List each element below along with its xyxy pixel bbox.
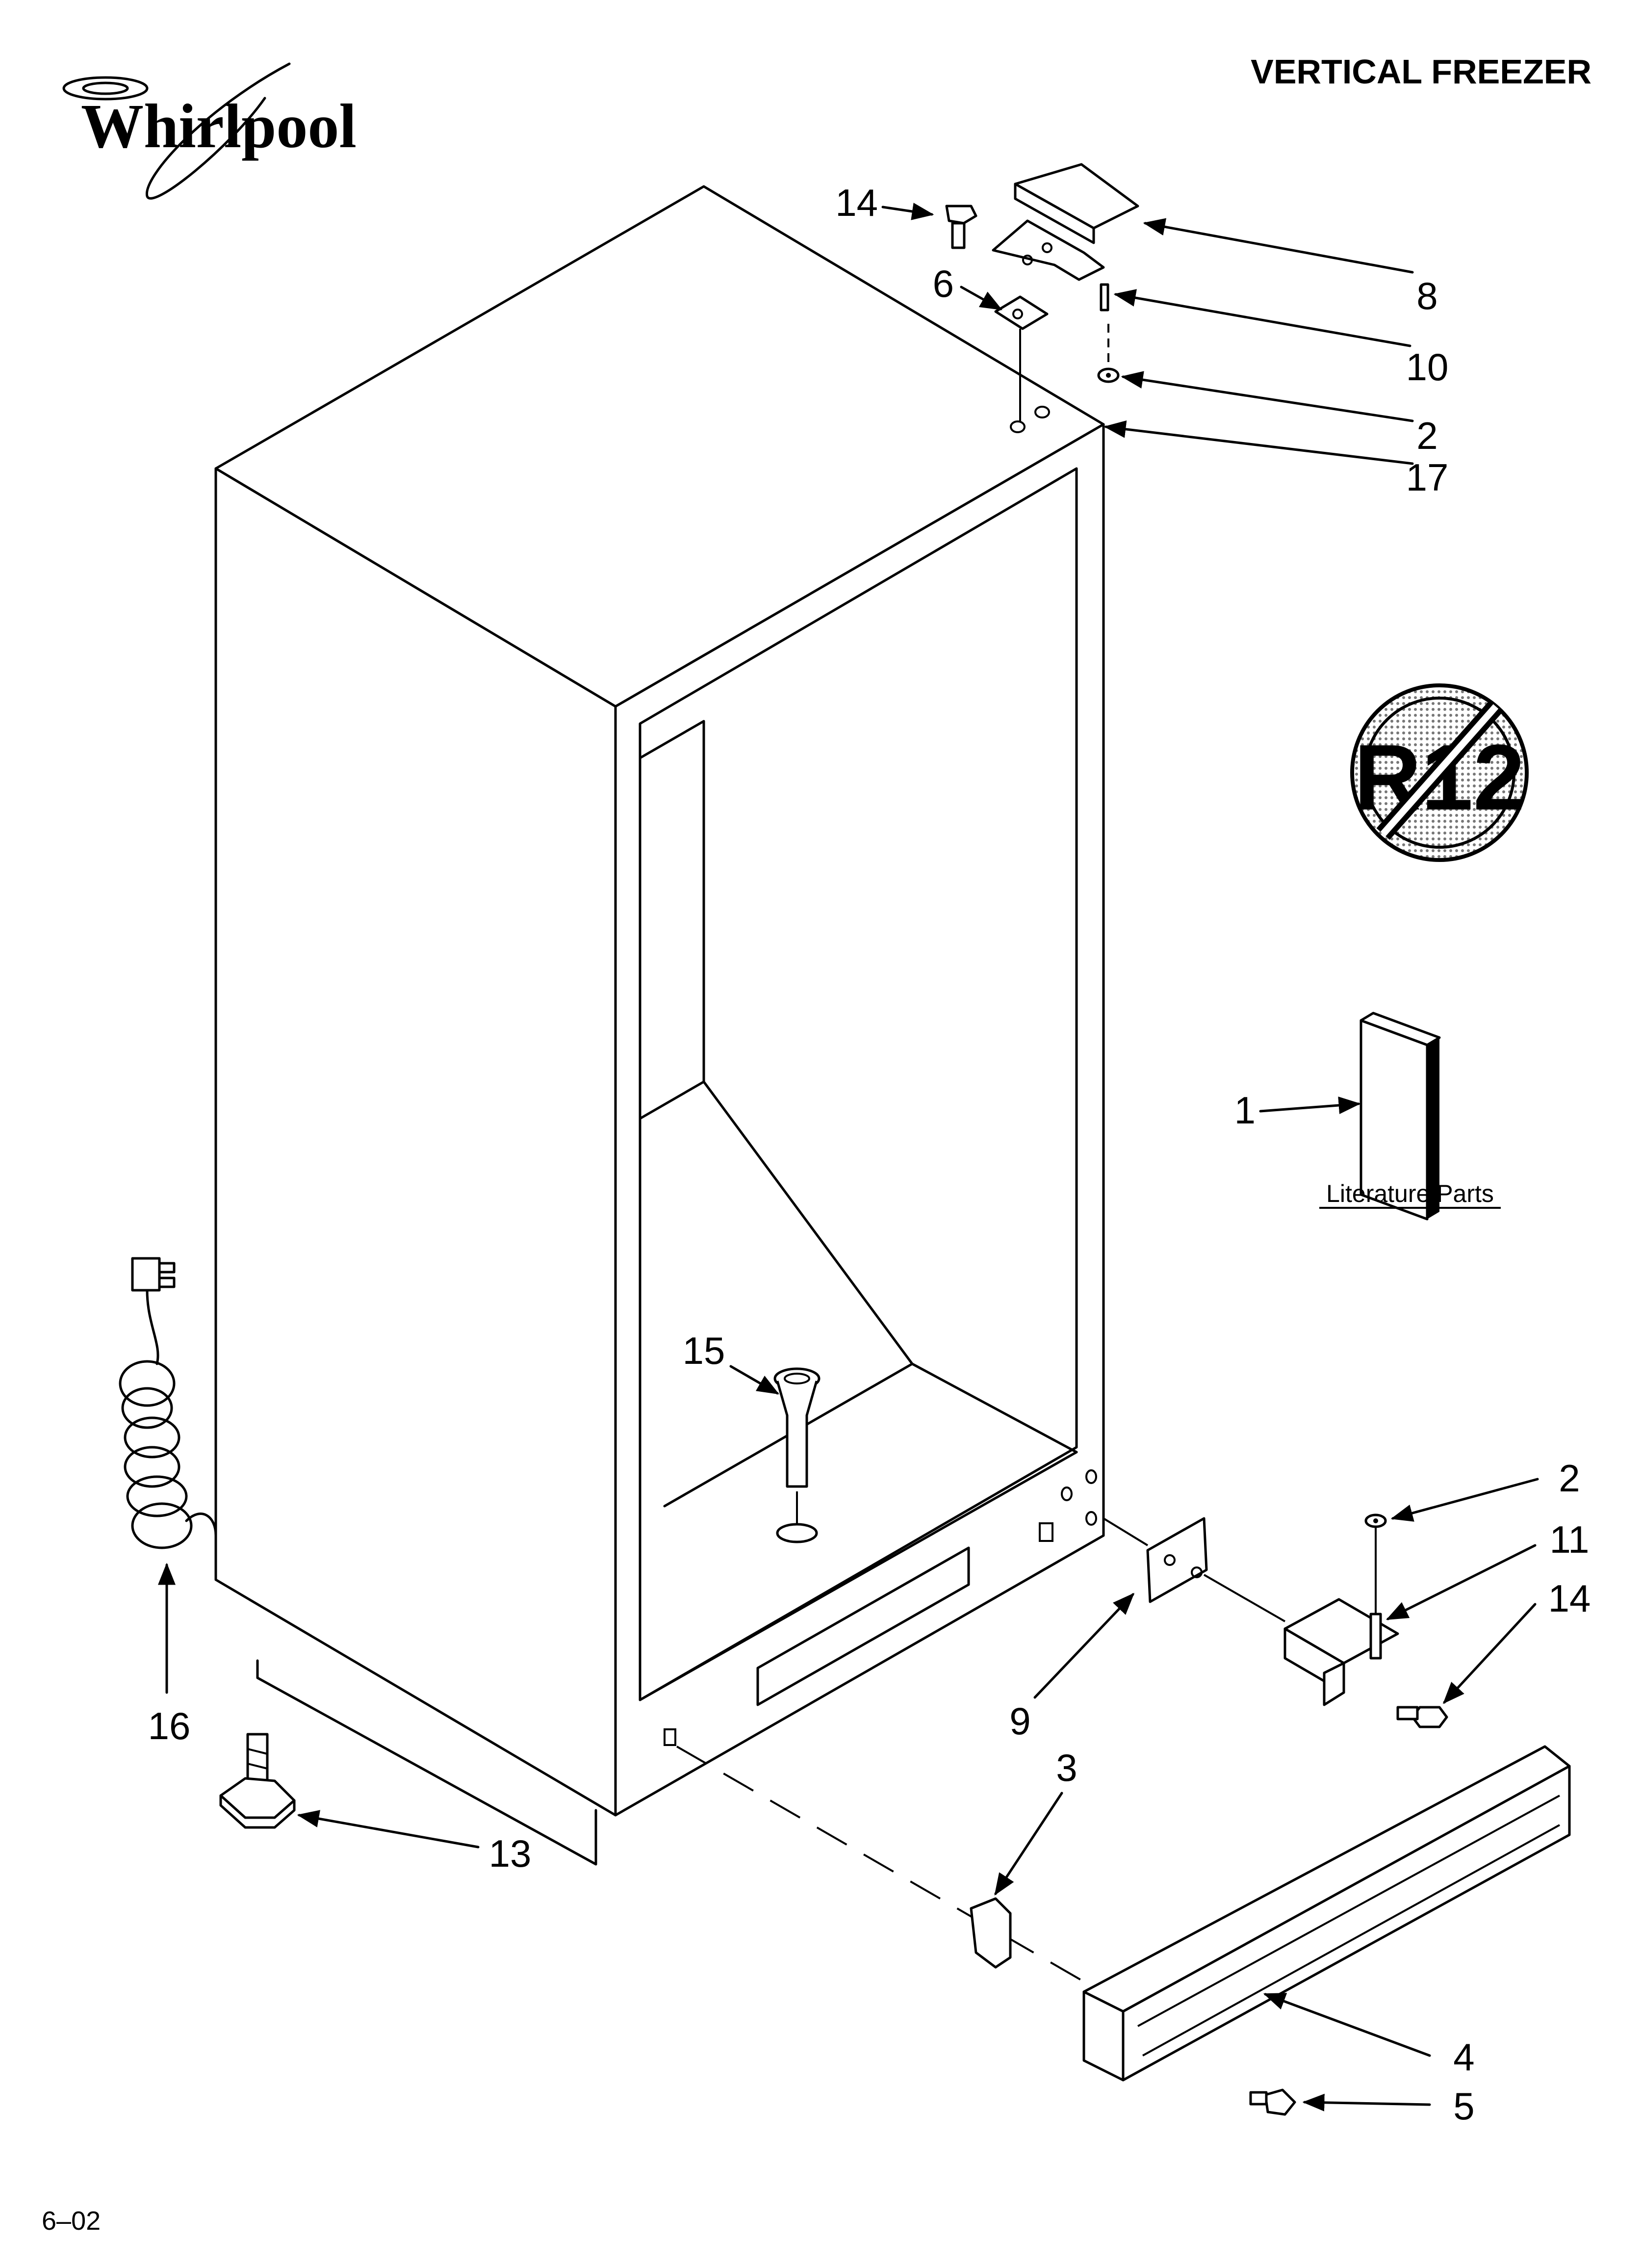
leveling-leg xyxy=(219,1733,296,1829)
literature-caption: Literature Parts xyxy=(1326,1180,1494,1207)
date-code: 6–02 xyxy=(42,2206,101,2236)
callout-15: 15 xyxy=(683,1329,725,1372)
callout-16: 16 xyxy=(148,1704,191,1747)
callout-5: 5 xyxy=(1453,2085,1474,2128)
callout-8: 8 xyxy=(1416,274,1437,317)
callout-labels: 14 6 8 10 2 17 1 15 2 11 14 9 16 3 13 4 … xyxy=(148,181,1591,2128)
brand-name: Whirlpool xyxy=(81,91,357,161)
callout-14-lower: 14 xyxy=(1548,1577,1591,1620)
top-hinge-assembly xyxy=(945,163,1139,422)
callout-2-top: 2 xyxy=(1416,414,1437,457)
drain-tube xyxy=(773,1367,821,1543)
callout-9: 9 xyxy=(1009,1699,1030,1743)
leader-lines xyxy=(158,203,1539,2112)
toe-grille-assembly xyxy=(676,1745,1571,2116)
freezer-cabinet xyxy=(214,185,1105,1866)
whirlpool-logo: Whirlpool xyxy=(62,62,357,200)
callout-3: 3 xyxy=(1056,1746,1077,1789)
no-r12-badge: R12 xyxy=(1350,683,1529,862)
callout-11: 11 xyxy=(1550,1518,1590,1561)
callout-4: 4 xyxy=(1453,2035,1474,2079)
lower-hinge-assembly xyxy=(1103,1513,1448,1728)
literature-book: Literature Parts xyxy=(1319,1012,1501,1221)
callout-13: 13 xyxy=(489,1832,532,1875)
callout-14-top: 14 xyxy=(835,181,878,224)
page-title: VERTICAL FREEZER xyxy=(1251,52,1591,91)
callout-1: 1 xyxy=(1234,1089,1256,1132)
callout-2-lower: 2 xyxy=(1559,1457,1580,1500)
callout-10: 10 xyxy=(1406,345,1449,389)
callout-6: 6 xyxy=(933,262,954,305)
power-cord xyxy=(119,1257,217,1549)
callout-17: 17 xyxy=(1406,456,1449,499)
